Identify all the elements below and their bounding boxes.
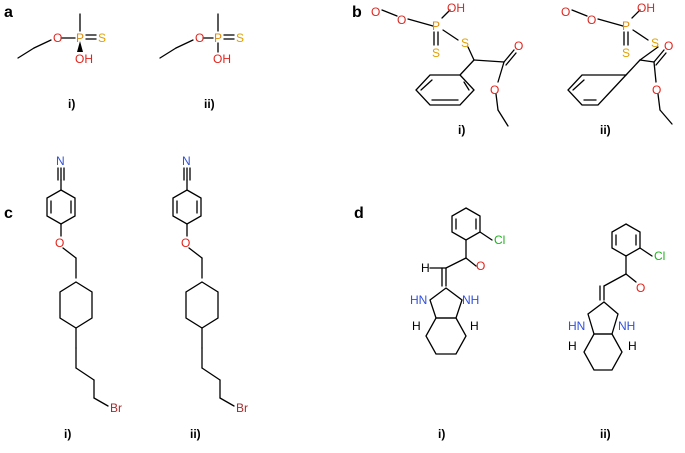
atom-oh: OH [75,52,93,66]
atom-o: O [55,236,64,250]
phenyl-ring [415,74,475,106]
imidazolidine-ring [429,287,463,319]
atom-o: O [195,31,204,45]
atom-o: O [636,281,645,295]
panel-c: c N O Br i) [4,154,248,441]
atom-hn: HN [568,319,585,333]
molecule-c-ii: N O Br ii) [172,154,248,441]
atom-h: H [412,319,421,333]
atom-n: N [56,154,65,168]
imidazolidine-ring [587,301,619,335]
atom-h: H [628,339,637,353]
cyclohexane-ring [583,333,623,371]
wedge-bond [77,41,83,52]
atom-p: P [214,31,222,45]
atom-s: S [98,31,106,45]
atom-o: O [371,5,380,19]
atom-hn: HN [410,293,427,307]
atom-p: P [432,19,440,33]
atom-cl: Cl [654,249,665,263]
atom-nh: NH [462,293,479,307]
atom-o: O [397,13,406,27]
atom-s: S [461,36,469,50]
panel-label-b: b [352,4,362,21]
atom-h: H [421,261,430,275]
atom-cl: Cl [494,233,505,247]
atom-p: P [622,19,630,33]
sublabel-a-i: i) [68,97,75,111]
molecule-c-i: N O Br i) [46,154,122,441]
panel-label-d: d [354,205,364,222]
atom-s: S [622,46,630,60]
cyclohexane-ring [425,317,467,355]
atom-o: O [514,39,523,53]
atom-h: H [568,339,577,353]
sublabel-c-i: i) [64,427,71,441]
atom-oh: OH [637,1,655,15]
atom-s: S [432,46,440,60]
atom-p: P [76,31,84,45]
sublabel-d-ii: ii) [600,427,611,441]
atom-o: O [181,236,190,250]
sublabel-b-i: i) [458,123,465,137]
phenyl-ring [567,74,628,106]
panel-b: b O P O OH S S O [352,1,673,137]
sublabel-c-ii: ii) [190,427,201,441]
atom-br: Br [110,401,122,415]
atom-o: O [490,83,499,97]
molecule-b-i: O P O OH S S O O i) [371,1,523,137]
molecule-a-i: O P S OH i) [17,13,106,111]
panel-a: a O P S OH i) O P S O [4,4,244,111]
atom-br: Br [236,401,248,415]
panel-label-a: a [4,4,13,21]
molecule-a-ii: O P S OH ii) [159,13,244,111]
atom-o: O [587,13,596,27]
atom-oh: OH [213,52,231,66]
atom-s: S [236,31,244,45]
atom-oh: OH [447,1,465,15]
atom-o: O [664,39,673,53]
molecule-d-i: Cl O H HN NH H H i) [410,207,505,441]
atom-n: N [182,154,191,168]
panel-d: d Cl O H HN NH H H i) [354,205,665,441]
atom-s: S [651,36,659,50]
panel-label-c: c [4,205,13,222]
sublabel-d-i: i) [438,427,445,441]
atom-o: O [561,5,570,19]
cyclohexane-ring [59,281,93,329]
sublabel-a-ii: ii) [204,97,215,111]
atom-o: O [476,259,485,273]
molecule-d-ii: Cl O HN NH H H ii) [568,223,665,441]
sublabel-b-ii: ii) [600,123,611,137]
atom-nh: NH [618,319,635,333]
cyclohexane-ring [185,281,219,329]
atom-h: H [470,319,479,333]
molecule-b-ii: O P O OH S S O O ii) [561,1,673,137]
atom-o: O [53,31,62,45]
atom-o: O [652,83,661,97]
